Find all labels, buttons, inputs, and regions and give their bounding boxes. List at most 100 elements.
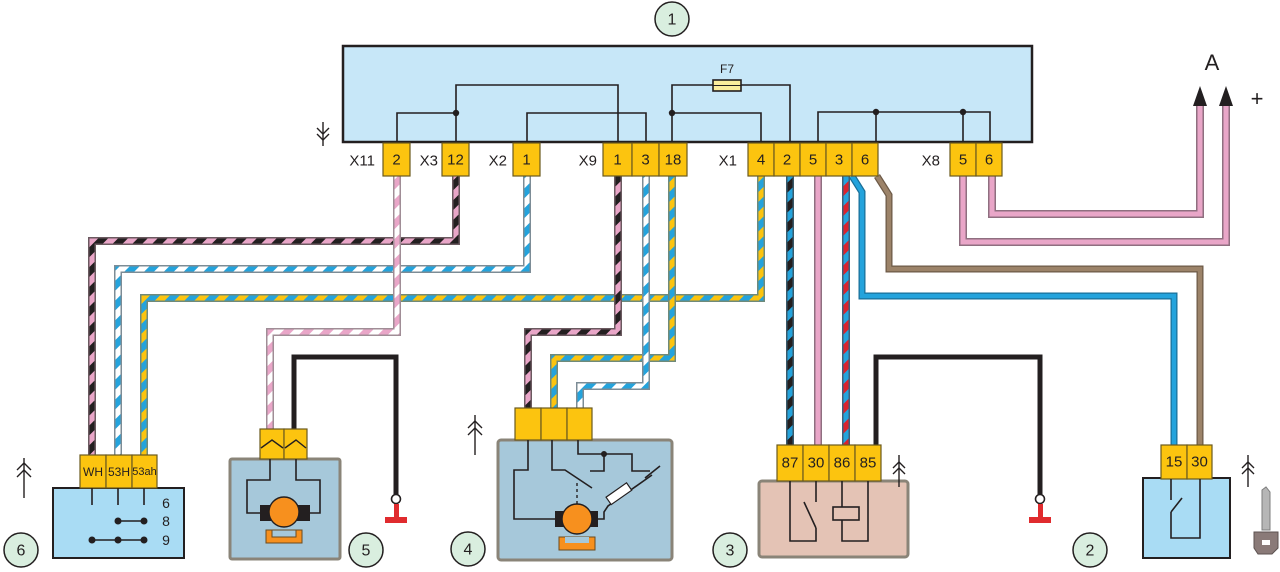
pin-label: 12 bbox=[447, 152, 464, 169]
wire-x1-3-to-ignition-15 bbox=[849, 174, 1178, 445]
pin-wiper-motor-3 bbox=[566, 407, 593, 441]
wiper-switch: WH 53H 53ah 6 8 9 6 bbox=[3, 454, 185, 568]
junction-dot bbox=[452, 109, 460, 117]
junction-dot bbox=[959, 108, 967, 116]
motor-icon bbox=[268, 496, 300, 528]
callout-2-label: 2 bbox=[1086, 543, 1095, 560]
pin-label: 1 bbox=[522, 152, 530, 169]
thermal-fuse-icon bbox=[605, 482, 633, 506]
pin-label: 15 bbox=[1166, 454, 1183, 471]
connector-symbol-icon bbox=[16, 458, 32, 498]
ignition-switch: 15 30 2 bbox=[1072, 444, 1279, 568]
wire-x9-18-to-wiper-motor bbox=[550, 176, 676, 408]
pin-label: 6 bbox=[861, 152, 869, 169]
connector-label-x2: X2 bbox=[489, 153, 507, 170]
pin-label: 6 bbox=[985, 152, 993, 169]
connector-label-x11: X11 bbox=[349, 153, 375, 170]
connector-label-x9: X9 bbox=[579, 153, 597, 170]
pin-label: 5 bbox=[809, 152, 817, 169]
pin-label: 2 bbox=[783, 152, 791, 169]
pin-label: 1 bbox=[613, 152, 621, 169]
pin-x9-1 bbox=[602, 142, 633, 177]
terminal-glyph bbox=[260, 439, 307, 449]
junction-dot bbox=[872, 108, 880, 116]
pin-label: 53H bbox=[108, 465, 130, 479]
callout-6-label: 6 bbox=[17, 543, 26, 560]
wiper-motor: 4 bbox=[450, 407, 674, 567]
washer-motor: 5 bbox=[228, 428, 384, 568]
pin-label: 5 bbox=[959, 152, 967, 169]
pin-ignition-30 bbox=[1186, 444, 1213, 480]
wire-washer-motor-ground bbox=[291, 354, 399, 497]
wire-x8-5-to-terminal-plus bbox=[959, 104, 1230, 246]
pin-x1-5 bbox=[799, 142, 827, 177]
pin-label: 3 bbox=[835, 152, 843, 169]
pin-switch-wh bbox=[79, 454, 107, 489]
pin-wiper-motor-2 bbox=[540, 407, 568, 441]
pin-label: 2 bbox=[392, 152, 400, 169]
motor-icon bbox=[561, 503, 593, 535]
pin-x9-3 bbox=[631, 142, 660, 177]
pin-relay-86 bbox=[828, 444, 856, 482]
junction-dot bbox=[668, 109, 676, 117]
pin-switch-53ah bbox=[131, 454, 158, 489]
terminal-plus-label: + bbox=[1251, 86, 1264, 111]
pin-x1-2 bbox=[773, 142, 801, 177]
connector-symbol-icon bbox=[467, 415, 483, 455]
pin-x2-1 bbox=[512, 142, 541, 177]
wire-x11-2-to-washer-motor bbox=[266, 176, 401, 430]
callout-4 bbox=[450, 531, 486, 567]
connector-symbol-icon bbox=[1241, 455, 1255, 487]
pin-x1-6 bbox=[851, 142, 879, 177]
callout-3-label: 3 bbox=[726, 543, 735, 560]
callout-1-label: 1 bbox=[668, 12, 677, 29]
wire-x3-12-to-switch-wh bbox=[88, 176, 460, 455]
connector-label-x1: X1 bbox=[719, 153, 737, 170]
wire-x9-3-to-wiper-motor bbox=[576, 176, 650, 408]
terminal-a: A bbox=[1193, 50, 1220, 106]
pin-label: 30 bbox=[1191, 454, 1208, 471]
wire-x2-1-to-switch-53h bbox=[114, 176, 531, 455]
pin-label: 30 bbox=[808, 455, 825, 472]
pin-label: 3 bbox=[641, 152, 649, 169]
pin-x11-2 bbox=[382, 142, 411, 177]
switch-position-label: 6 bbox=[162, 495, 170, 511]
wire-x9-1-to-wiper-motor bbox=[524, 176, 622, 408]
pin-label: 87 bbox=[782, 455, 799, 472]
pin-x1-4 bbox=[747, 142, 775, 177]
callout-6 bbox=[3, 532, 39, 568]
callout-1 bbox=[654, 1, 690, 37]
mounting-block: F7 X11 X3 X2 X9 X1 X8 2 12 1 1 3 1 bbox=[316, 1, 1034, 177]
callout-5 bbox=[348, 532, 384, 568]
relay: 87 30 86 85 3 bbox=[712, 444, 910, 568]
pin-relay-85 bbox=[854, 444, 882, 482]
callout-5-label: 5 bbox=[362, 543, 371, 560]
ground-icon bbox=[385, 493, 407, 523]
pin-x3-12 bbox=[441, 142, 470, 177]
terminal-a-label: A bbox=[1205, 50, 1220, 75]
motor-base-icon bbox=[265, 529, 303, 544]
fuse-f7: F7 bbox=[712, 62, 742, 92]
switch-position-label: 9 bbox=[162, 532, 170, 548]
callout-4-label: 4 bbox=[464, 542, 473, 559]
pin-label: WH bbox=[83, 465, 103, 479]
callout-2 bbox=[1072, 532, 1108, 568]
switch-position-label: 8 bbox=[162, 513, 170, 529]
wire-x8-6-to-terminal-a bbox=[988, 104, 1204, 218]
wire-relay-85-ground bbox=[873, 354, 1043, 497]
connector-symbol-icon bbox=[892, 455, 906, 487]
pin-x8-6 bbox=[975, 142, 1003, 177]
pin-label: 18 bbox=[665, 152, 682, 169]
pin-wiper-motor-1 bbox=[514, 407, 542, 441]
pin-relay-30 bbox=[802, 444, 830, 482]
ground-icon bbox=[1029, 493, 1051, 523]
connector-label-x8: X8 bbox=[922, 153, 940, 170]
pin-label: 4 bbox=[757, 152, 765, 169]
callout-3 bbox=[712, 532, 748, 568]
pin-label: 85 bbox=[860, 455, 877, 472]
wire-x1-6-to-ignition-30 bbox=[874, 174, 1204, 445]
key-icon bbox=[1253, 486, 1279, 555]
connector-label-x3: X3 bbox=[420, 153, 438, 170]
arrow-up-icon bbox=[1219, 86, 1233, 106]
